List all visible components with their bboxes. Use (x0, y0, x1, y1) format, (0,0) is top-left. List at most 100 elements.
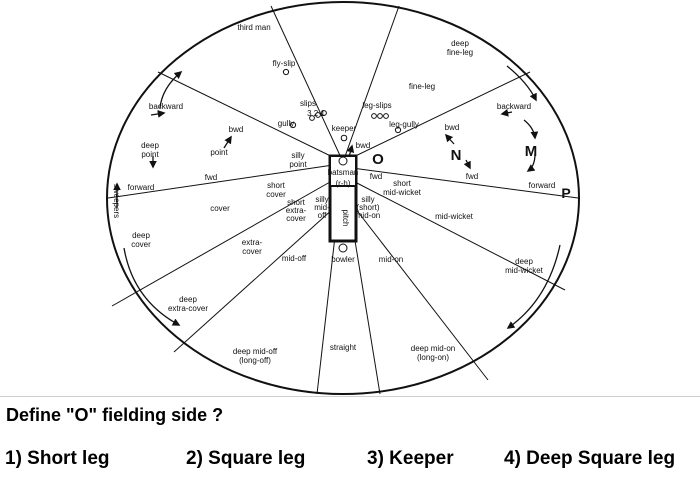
arrow-N-up (444, 133, 455, 145)
field-division-line (157, 71, 344, 163)
option-4-deep-square-leg[interactable]: 4) Deep Square leg (504, 448, 676, 469)
label-bowler: bowler (331, 255, 355, 264)
label-line: (long-off) (239, 356, 271, 365)
label-line: cover (286, 214, 306, 223)
label-line: short (267, 181, 286, 190)
label-line: fwd (370, 172, 382, 181)
label-bwd-right: bwd (445, 123, 460, 132)
label-line: bwd (445, 123, 460, 132)
field-division-line (354, 181, 566, 291)
label-line: mid- (314, 203, 330, 212)
label-extra-cover: extra-cover (242, 238, 263, 256)
label-line: point (141, 150, 159, 159)
label-r-h: (r-h) (335, 179, 350, 188)
slip-3-fielder (309, 115, 315, 121)
label-line: cover (242, 247, 262, 256)
label-leg-slips: leg-slips (362, 101, 391, 110)
label-deep-mid-on: deep mid-on(long-on) (411, 344, 455, 362)
label-forward-left: forward (128, 183, 155, 192)
leg-slip-fielder (377, 113, 383, 119)
arrow-batsman (346, 144, 355, 158)
label-line: mid-wicket (505, 266, 544, 275)
label-line: cover (210, 204, 230, 213)
label-line: forward (529, 181, 556, 190)
label-line: silly (315, 195, 328, 204)
label-line: extra-cover (168, 304, 208, 313)
label-line: (r-h) (335, 179, 350, 188)
label-line: deep (515, 257, 533, 266)
arrow-left-bottom (123, 247, 181, 326)
marker-m: M (525, 143, 538, 160)
label-line: backward (149, 102, 183, 111)
question-text: Define "O" fielding side ? (6, 405, 224, 425)
label-line: bwd (356, 141, 371, 150)
label-mid-on: mid-on (379, 255, 403, 264)
arrow-point (223, 135, 232, 149)
arrow-right-bottom (506, 244, 561, 329)
label-fwd-left: fwd (205, 173, 217, 182)
label-line: 3 2 1 (307, 109, 325, 118)
arrow-M-down (526, 153, 536, 172)
label-straight: straight (330, 343, 357, 352)
field-division-line (342, 5, 400, 163)
label-mid-off: mid-off (282, 254, 307, 263)
label-fwd-right: fwd (466, 172, 478, 181)
label-line: pitch (341, 210, 350, 227)
label-line: mid-on (379, 255, 403, 264)
label-leg-gully: leg-gully (389, 120, 419, 129)
marker-n: N (451, 147, 462, 164)
field-division-line (270, 5, 344, 163)
label-line: keeper (332, 124, 357, 133)
label-line: deep (141, 141, 159, 150)
label-line: silly (361, 195, 374, 204)
bowler-fielder (338, 243, 348, 253)
label-line: deep (132, 231, 150, 240)
label-cover: cover (210, 204, 230, 213)
label-line: fwd (205, 173, 217, 182)
option-2-square-leg[interactable]: 2) Square leg (186, 448, 306, 469)
label-fine-leg: fine-leg (409, 82, 435, 91)
label-line: deep (451, 39, 469, 48)
label-line: fine-leg (447, 48, 473, 57)
label-bwd-left: bwd (229, 125, 244, 134)
arrow-M-up (523, 119, 539, 140)
field-division-line (111, 181, 331, 307)
label-line: fine-leg (409, 82, 435, 91)
arrow-left-top (159, 70, 183, 109)
field-division-line (354, 207, 489, 381)
label-line: cover (266, 190, 286, 199)
label-line: batsman (328, 168, 359, 177)
label-line: forward (128, 183, 155, 192)
label-line: straight (330, 343, 357, 352)
label-keeper: keeper (332, 124, 357, 133)
slip-1-fielder (321, 110, 327, 116)
arrow-backward-left (150, 110, 166, 118)
option-1-short-leg[interactable]: 1) Short leg (5, 448, 110, 469)
label-forward-right: forward (529, 181, 556, 190)
label-line: extra- (286, 206, 307, 215)
label-point: point (210, 148, 228, 157)
label-line: fwd (466, 172, 478, 181)
label-line: deep mid-on (411, 344, 455, 353)
option-3-keeper[interactable]: 3) Keeper (367, 448, 454, 469)
label-silly-mid-on: silly(short)mid-on (356, 195, 380, 220)
label-line: mid-wicket (383, 188, 422, 197)
label-deep-mid-off: deep mid-off(long-off) (233, 347, 278, 365)
marker-o: O (372, 151, 384, 168)
label-line: backward (497, 102, 531, 111)
slip-2-fielder (315, 112, 321, 118)
field-division-line (173, 207, 335, 353)
label-line: cover (131, 240, 151, 249)
boundary-ellipse (106, 1, 580, 395)
label-line: leg-gully (389, 120, 419, 129)
label-line: leg-slips (362, 101, 391, 110)
